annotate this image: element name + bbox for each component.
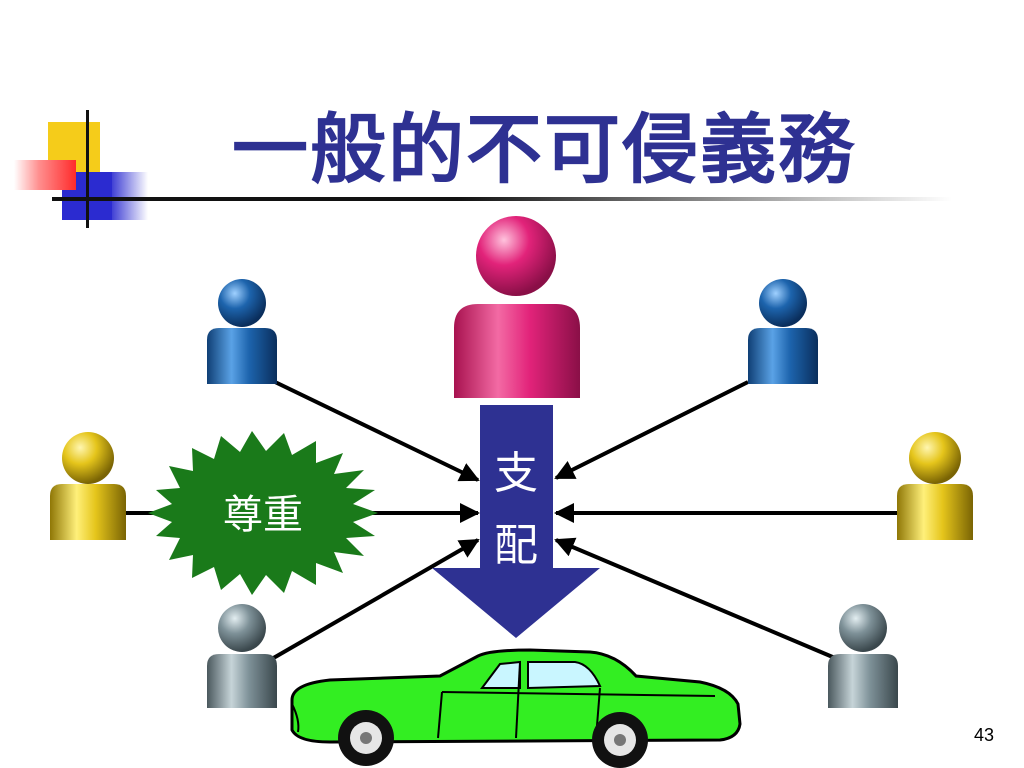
big-down-arrow <box>432 405 600 638</box>
gray-person-left-icon <box>207 604 277 708</box>
arrow-label-top: 支 <box>494 448 538 499</box>
slide-title: 一般的不可侵義務 <box>232 105 856 194</box>
respect-burst <box>148 431 378 595</box>
deco-red-bar <box>14 160 76 190</box>
car-front-wheel <box>592 712 648 768</box>
deco-vertical-line <box>86 110 89 228</box>
deco-blue-fade <box>108 172 148 220</box>
yellow-person-right-icon <box>897 432 973 540</box>
car-rear-wheel <box>338 710 394 766</box>
title-rule <box>52 197 952 201</box>
blue-person-right-icon <box>748 279 818 384</box>
arrow-from-gray-left <box>269 538 480 662</box>
gray-person-right-icon <box>828 604 898 708</box>
arrow-from-blue-right <box>554 380 749 480</box>
car-icon <box>290 648 742 768</box>
arrow-from-gray-right <box>554 537 836 660</box>
arrow-from-blue-left <box>274 380 480 482</box>
center-person-icon <box>454 216 580 398</box>
yellow-person-left-icon <box>50 432 126 540</box>
arrow-label-bottom: 配 <box>494 520 538 571</box>
page-number: 43 <box>973 725 994 745</box>
burst-label: 尊重 <box>223 492 303 538</box>
blue-person-left-icon <box>207 279 277 384</box>
